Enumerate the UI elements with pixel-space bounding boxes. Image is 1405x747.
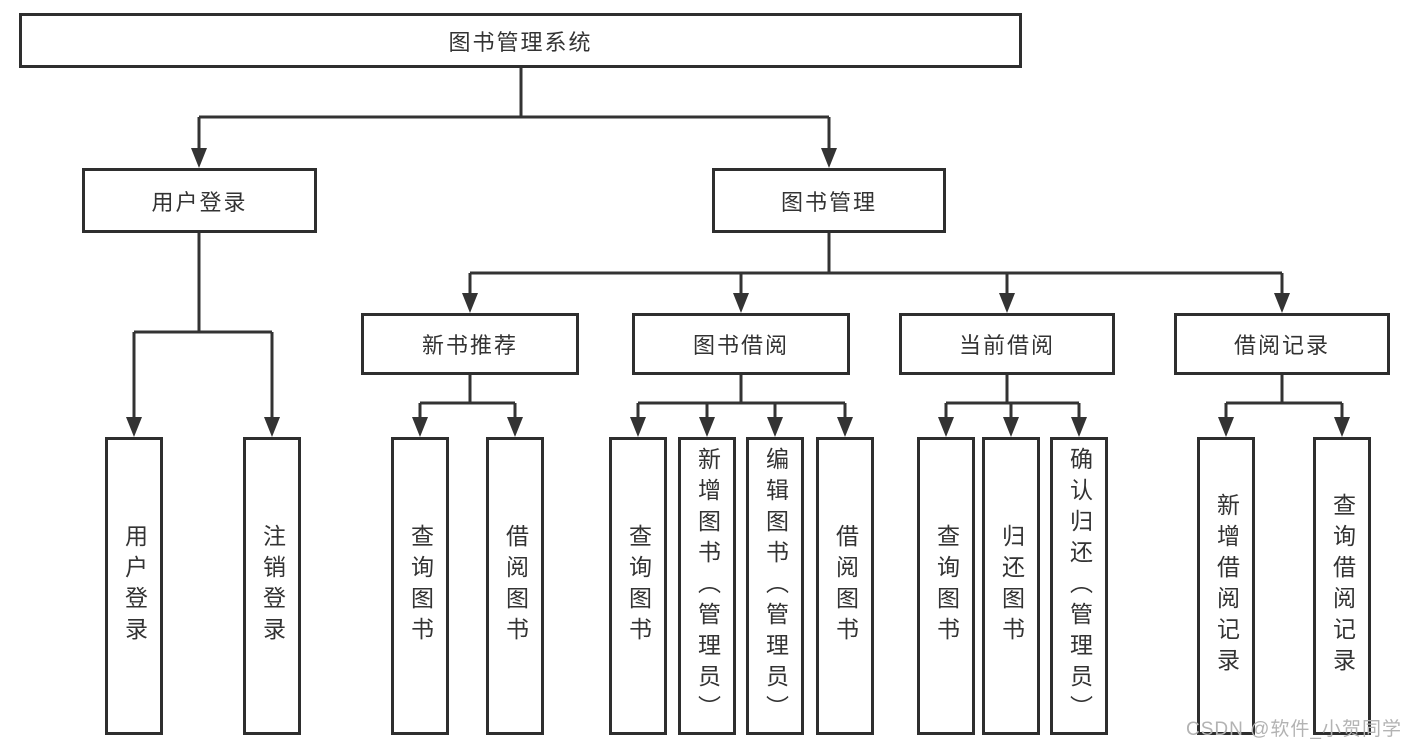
leaf-current-return-books: 归还图书 xyxy=(982,437,1040,735)
node-library-system: 图书管理系统 xyxy=(19,13,1022,68)
leaf-records-query-record-label: 查询借阅记录 xyxy=(1329,493,1356,679)
leaf-borrowing-borrow-books: 借阅图书 xyxy=(816,437,874,735)
leaf-newbook-query-books: 查询图书 xyxy=(391,437,449,735)
leaf-records-add-record: 新增借阅记录 xyxy=(1197,437,1255,735)
leaf-borrowing-add-books-admin-label: 新增图书（管理员） xyxy=(694,446,721,726)
node-book-borrowing: 图书借阅 xyxy=(632,313,850,375)
leaf-newbook-borrow-books-label: 借阅图书 xyxy=(502,524,529,648)
leaf-newbook-borrow-books: 借阅图书 xyxy=(486,437,544,735)
leaf-current-return-books-label: 归还图书 xyxy=(998,524,1025,648)
leaf-user-login: 用户登录 xyxy=(105,437,163,735)
leaf-newbook-query-books-label: 查询图书 xyxy=(407,524,434,648)
leaf-records-query-record: 查询借阅记录 xyxy=(1313,437,1371,735)
leaf-borrowing-edit-books-admin-label: 编辑图书（管理员） xyxy=(762,446,789,726)
leaf-current-query-books-label: 查询图书 xyxy=(933,524,960,648)
leaf-logout-login-label: 注销登录 xyxy=(259,524,286,648)
leaf-borrowing-add-books-admin: 新增图书（管理员） xyxy=(678,437,736,735)
leaf-borrowing-borrow-books-label: 借阅图书 xyxy=(832,524,859,648)
node-book-management: 图书管理 xyxy=(712,168,946,233)
leaf-logout-login: 注销登录 xyxy=(243,437,301,735)
node-borrow-records: 借阅记录 xyxy=(1174,313,1390,375)
leaf-borrowing-edit-books-admin: 编辑图书（管理员） xyxy=(746,437,804,735)
leaf-current-query-books: 查询图书 xyxy=(917,437,975,735)
leaf-records-add-record-label: 新增借阅记录 xyxy=(1213,493,1240,679)
node-user-login: 用户登录 xyxy=(82,168,317,233)
leaf-current-confirm-return-admin: 确认归还（管理员） xyxy=(1050,437,1108,735)
node-new-book-recommend: 新书推荐 xyxy=(361,313,579,375)
leaf-borrowing-query-books: 查询图书 xyxy=(609,437,667,735)
leaf-current-confirm-return-admin-label: 确认归还（管理员） xyxy=(1066,446,1093,726)
leaf-user-login-label: 用户登录 xyxy=(121,524,148,648)
watermark-text: CSDN @软件_小贺同学 xyxy=(1186,719,1402,740)
node-current-borrowing: 当前借阅 xyxy=(899,313,1115,375)
leaf-borrowing-query-books-label: 查询图书 xyxy=(625,524,652,648)
